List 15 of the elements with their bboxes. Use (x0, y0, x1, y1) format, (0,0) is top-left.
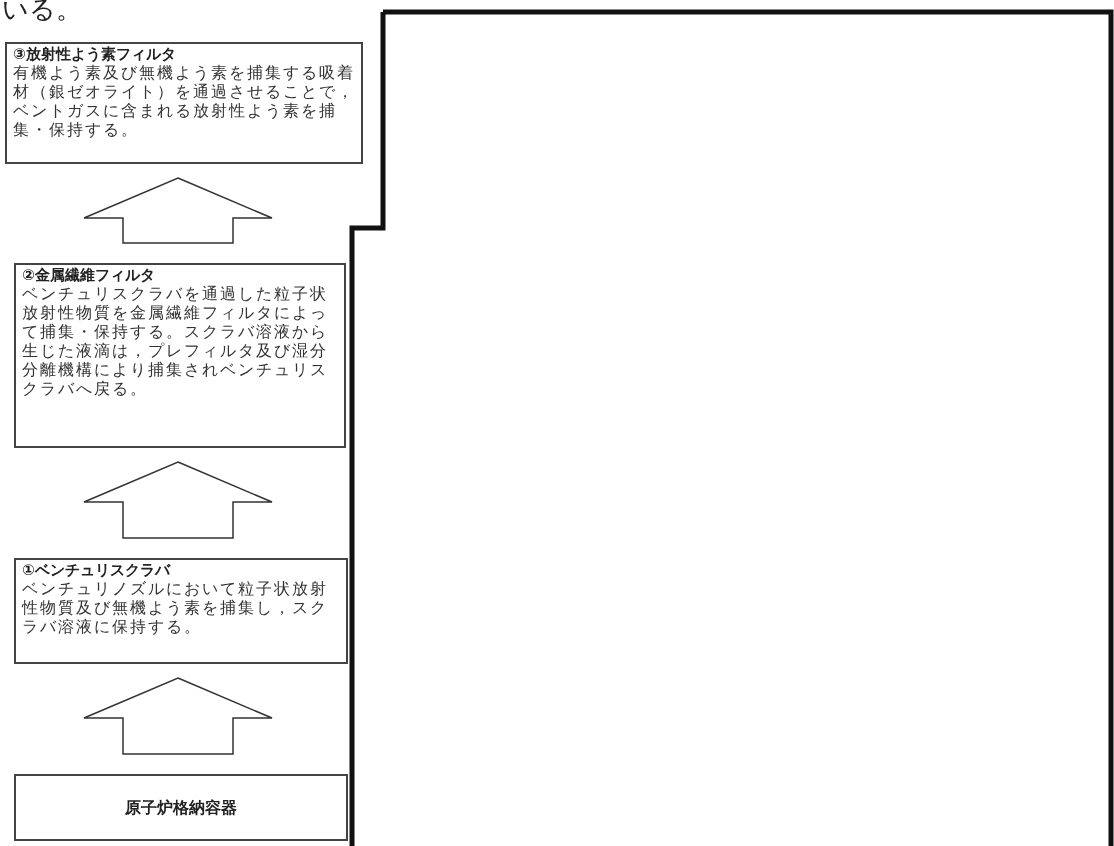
box-description: ベンチュリノズルにおいて粒子状放射性物質及び無機よう素を捕集し，スクラバ溶液に保持する。 (22, 579, 329, 636)
box-description: ベンチュリスクラバを通過した粒子状放射性物質を金属繊維フィルタによって捕集・保持する。スクラバ溶液から生じた液滴は，プレフィルタ及び湿分分離機構により捕集されベンチュリスクラバへ戻る。 (22, 284, 329, 398)
text-fragment: いる。 (2, 0, 82, 26)
box-description: 有機よう素及び無機よう素を捕集する吸着材（銀ゼオライト）を通過させることで，ベントガスに含まれる放射性よう素を捕集・保持する。 (13, 63, 355, 139)
process-box (5, 42, 363, 164)
box-heading: 原子炉格納容器 (125, 799, 237, 816)
box-heading: ②金属繊維フィルタ (22, 267, 156, 284)
block-arrow (83, 677, 273, 755)
process-box (14, 263, 346, 448)
block-arrow (83, 461, 273, 539)
box-heading: ③放射性よう素フィルタ (13, 46, 177, 63)
block-arrow (83, 177, 273, 244)
box-heading: ①ベンチュリスクラバ (22, 562, 172, 579)
process-box (14, 558, 348, 664)
process-box (14, 774, 348, 841)
